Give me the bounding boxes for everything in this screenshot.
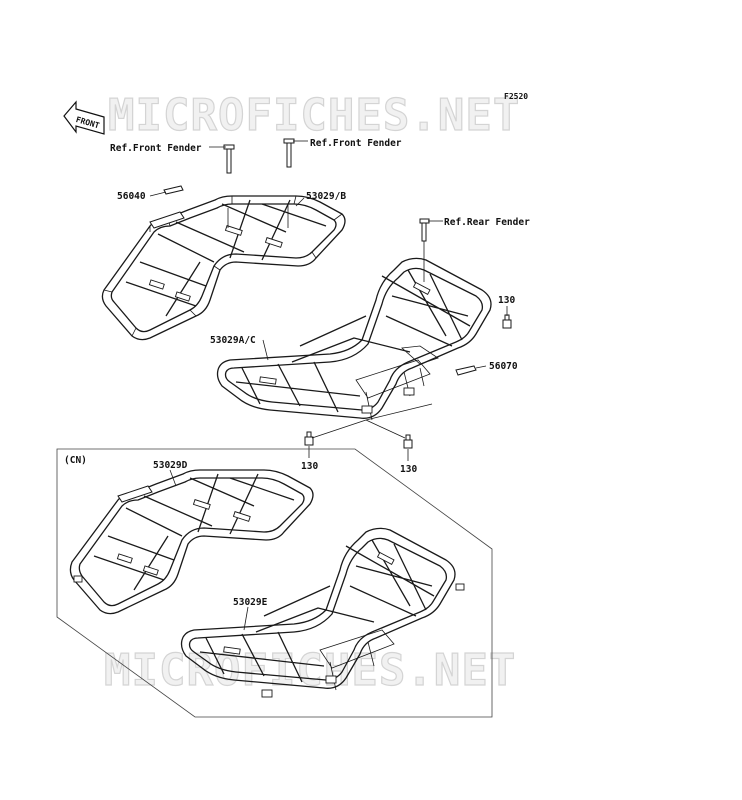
bolt-rear-fender-icon [419, 218, 430, 242]
bolt-front-right-icon [283, 138, 295, 168]
rear-carrier-53029ac [216, 240, 492, 421]
label-53029e: 53029E [233, 597, 268, 608]
label-ref-rear-fender: Ref.Rear Fender [444, 217, 530, 228]
label-53029d: 53029D [153, 460, 188, 471]
label-56040: 56040 [117, 191, 146, 202]
leader-lines-inset [169, 469, 249, 631]
label-130-right: 130 [498, 295, 515, 306]
label-53029ac: 53029A/C [210, 335, 256, 346]
figure-code: F2520 [504, 92, 528, 101]
strip-56070-icon [455, 365, 477, 376]
front-carrier-53029d [69, 469, 314, 615]
front-carrier-53029b [101, 195, 346, 341]
leader-lines-top [149, 140, 508, 461]
label-56070: 56070 [489, 361, 518, 372]
nut-130-bottom-left-icon [304, 431, 314, 446]
strip-56040-icon [163, 185, 184, 195]
rear-carrier-53029e [180, 527, 465, 698]
label-ref-front-fender-right: Ref.Front Fender [310, 138, 402, 149]
bolt-front-left-icon [223, 144, 235, 174]
watermark-bottom: MICROFICHES.NET [104, 645, 516, 696]
label-130-bottom-left: 130 [301, 461, 318, 472]
front-arrow-icon: FRONT [63, 100, 105, 135]
label-53029b: 53029/B [306, 191, 346, 202]
cn-inset-label: (CN) [64, 455, 87, 466]
cn-inset-frame [56, 448, 493, 718]
nut-130-bottom-right-icon [403, 434, 413, 449]
watermark-top: MICROFICHES.NET [108, 90, 520, 141]
label-130-bottom-right: 130 [400, 464, 417, 475]
label-ref-front-fender-left: Ref.Front Fender [110, 143, 202, 154]
nut-130-right-icon [502, 314, 512, 329]
